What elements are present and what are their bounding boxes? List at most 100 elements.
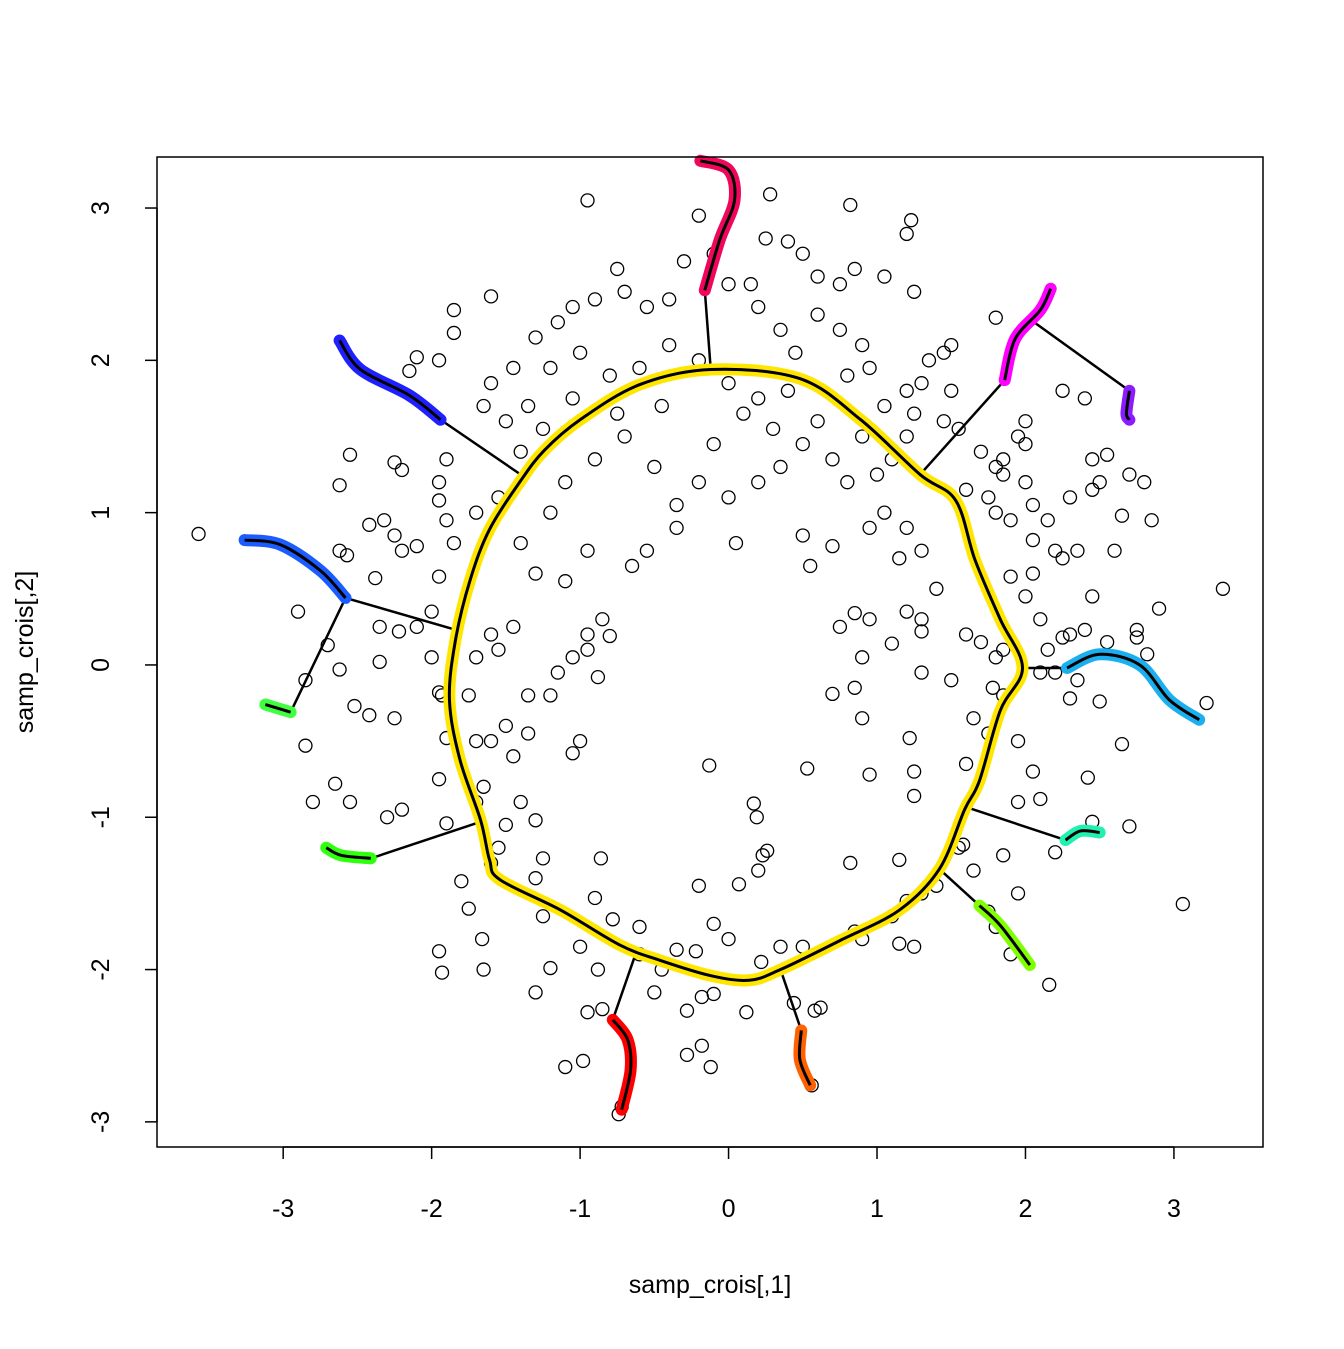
data-point bbox=[1092, 694, 1107, 709]
data-point bbox=[1025, 532, 1041, 548]
data-point bbox=[679, 1047, 695, 1063]
main-curve-line bbox=[447, 367, 1025, 982]
data-point bbox=[1114, 736, 1130, 752]
data-point bbox=[639, 543, 655, 558]
data-point bbox=[387, 528, 402, 543]
data-point bbox=[1137, 475, 1152, 490]
data-point bbox=[1010, 794, 1026, 810]
data-point bbox=[339, 548, 355, 563]
branch-curve-line bbox=[325, 846, 371, 860]
data-point bbox=[1003, 569, 1018, 584]
data-point bbox=[409, 350, 424, 365]
data-point bbox=[461, 901, 476, 916]
data-point bbox=[342, 447, 358, 462]
data-point bbox=[469, 505, 484, 520]
x-tick-label: 3 bbox=[1167, 1195, 1181, 1223]
data-point bbox=[590, 962, 606, 977]
data-point bbox=[498, 817, 514, 833]
data-point bbox=[595, 1002, 610, 1017]
data-point bbox=[342, 794, 358, 810]
branch-connector-line bbox=[919, 379, 1006, 476]
data-point bbox=[550, 665, 565, 680]
data-point bbox=[906, 764, 922, 779]
data-point bbox=[751, 299, 766, 315]
data-point bbox=[439, 816, 454, 831]
data-point bbox=[691, 878, 707, 893]
branch-curve-line bbox=[264, 703, 292, 714]
data-point bbox=[1151, 601, 1167, 616]
data-point bbox=[506, 619, 521, 635]
data-point bbox=[543, 505, 558, 520]
data-point bbox=[914, 376, 929, 391]
data-point bbox=[706, 436, 721, 452]
data-point bbox=[298, 673, 313, 688]
data-point bbox=[572, 345, 588, 360]
branch-curve-line bbox=[1066, 652, 1200, 722]
data-point bbox=[843, 197, 858, 213]
data-point bbox=[632, 360, 647, 376]
data-point bbox=[454, 874, 469, 889]
y-tick-label: -1 bbox=[87, 806, 115, 828]
data-point bbox=[869, 467, 885, 482]
data-point bbox=[662, 292, 677, 307]
y-tick-label: 3 bbox=[87, 201, 115, 215]
data-point bbox=[528, 330, 543, 345]
data-point bbox=[855, 337, 870, 353]
data-point bbox=[765, 421, 781, 437]
data-point bbox=[731, 877, 747, 892]
data-point bbox=[988, 505, 1003, 520]
data-point bbox=[483, 733, 499, 749]
data-point bbox=[795, 246, 810, 261]
data-point bbox=[431, 475, 447, 490]
data-point bbox=[936, 414, 951, 429]
data-point bbox=[1033, 791, 1048, 807]
data-point bbox=[921, 353, 937, 368]
data-point bbox=[520, 726, 536, 741]
data-point bbox=[498, 414, 514, 429]
branch-connector-line bbox=[289, 597, 347, 713]
x-tick-label: 1 bbox=[870, 1195, 884, 1223]
x-tick-label: -2 bbox=[421, 1195, 443, 1223]
branch-curve-line bbox=[797, 1030, 812, 1086]
data-point bbox=[958, 756, 974, 772]
data-point bbox=[706, 986, 721, 1002]
data-point bbox=[580, 642, 595, 657]
data-point bbox=[1080, 770, 1095, 785]
data-point bbox=[1018, 414, 1033, 429]
data-point bbox=[320, 637, 335, 653]
data-point bbox=[587, 452, 603, 467]
data-point bbox=[1122, 467, 1137, 482]
data-point bbox=[904, 213, 919, 228]
data-point bbox=[669, 520, 684, 536]
data-point bbox=[773, 459, 788, 475]
data-point bbox=[476, 962, 491, 977]
data-point bbox=[469, 650, 484, 665]
branch-connector-line bbox=[964, 805, 1066, 842]
data-point bbox=[1122, 819, 1137, 834]
data-point bbox=[996, 848, 1011, 863]
data-point bbox=[1025, 497, 1041, 513]
data-point bbox=[751, 475, 766, 490]
data-point bbox=[914, 665, 929, 680]
data-point bbox=[755, 848, 770, 863]
data-point bbox=[332, 478, 347, 493]
data-point bbox=[305, 794, 321, 810]
data-point bbox=[1077, 622, 1093, 638]
data-point bbox=[832, 277, 848, 292]
data-point bbox=[558, 1059, 573, 1075]
data-point bbox=[721, 490, 736, 505]
data-point bbox=[773, 939, 788, 954]
data-point bbox=[1025, 566, 1041, 581]
data-point bbox=[520, 688, 536, 703]
data-point bbox=[372, 654, 387, 670]
data-point bbox=[362, 708, 377, 723]
data-point bbox=[736, 406, 751, 421]
data-point bbox=[847, 606, 862, 621]
data-point bbox=[617, 429, 632, 444]
data-point bbox=[528, 871, 543, 886]
data-point bbox=[855, 429, 870, 444]
data-point bbox=[446, 535, 462, 551]
data-point bbox=[558, 475, 573, 490]
data-point bbox=[906, 406, 922, 421]
